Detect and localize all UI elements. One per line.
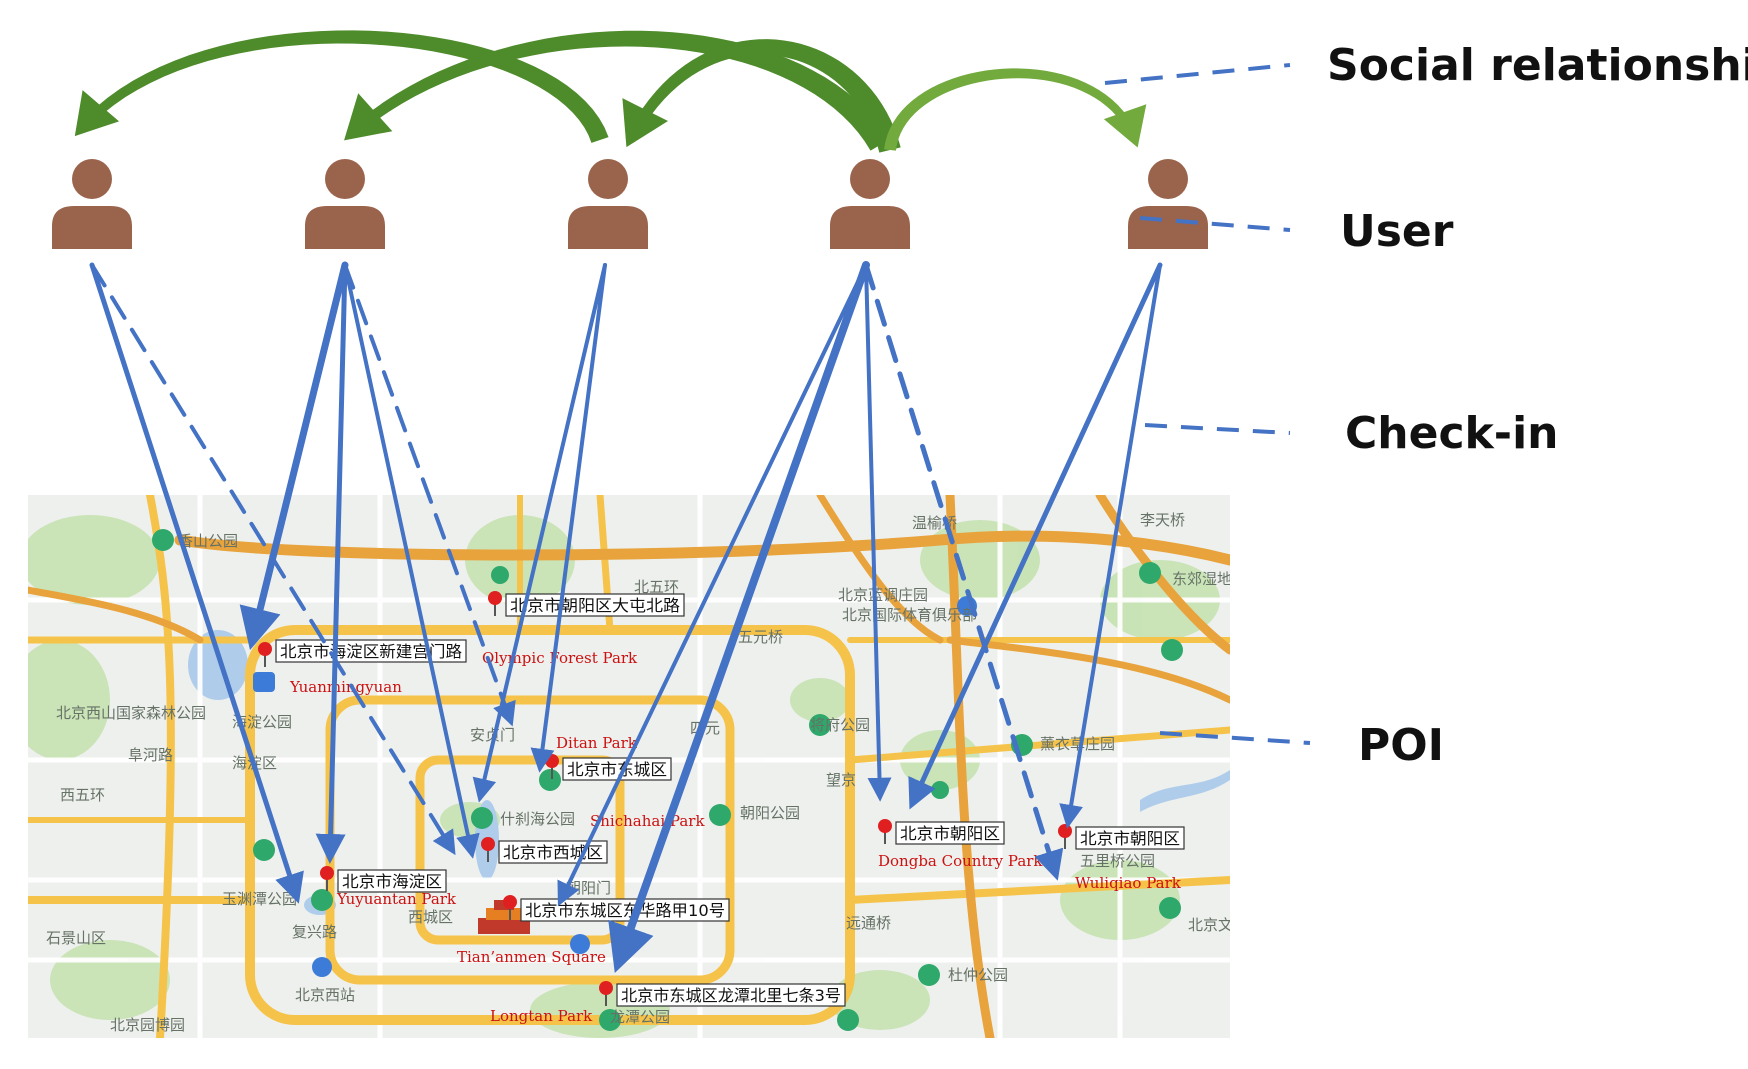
map-place-label: 望京 <box>826 771 856 789</box>
red-map-pin-icon <box>320 866 334 891</box>
social-relationship-arrow <box>884 68 1147 151</box>
poi-address-box <box>616 983 846 1007</box>
poi-address-box <box>1075 826 1185 850</box>
map-place-label: 朝阳门 <box>566 879 611 897</box>
legend-checkin-label: Check-in <box>1345 408 1558 459</box>
legend-poi-label: POI <box>1358 720 1444 771</box>
map-place-label: 什刹海公园 <box>500 810 575 828</box>
map-place-label: 石景山区 <box>46 929 106 947</box>
checkin-arrow <box>908 262 1163 810</box>
pointer-social <box>1104 63 1291 85</box>
poi-address-text: 北京市海淀区新建宫门路 <box>280 642 462 661</box>
map-place-label: 北京园博园 <box>110 1016 185 1034</box>
map-place-label: 北京国际体育俱乐部 <box>842 606 977 624</box>
person-icon <box>830 159 910 249</box>
checkin-arrow <box>89 262 304 904</box>
map-place-label: 海淀公园 <box>232 713 292 731</box>
poi-olympic: 北京市朝阳区大屯北路 Olympic Forest Park <box>482 591 685 667</box>
poi-name-text: Yuanmingyuan <box>289 678 402 696</box>
pointer-user <box>1139 216 1291 232</box>
poi-name-text: Dongba Country Park <box>878 852 1043 870</box>
person-icon <box>52 159 132 249</box>
map-place-label: 五元桥 <box>738 628 783 646</box>
map-place-label: 西城区 <box>408 908 453 926</box>
red-map-pin-icon <box>878 819 892 844</box>
map-place-label: 东郊湿地公园 <box>1172 570 1262 588</box>
map-place-label: 北五环 <box>634 578 679 596</box>
poi-name-text: Olympic Forest Park <box>482 649 638 667</box>
checkin-arrow <box>557 263 868 907</box>
person-icon <box>568 159 648 249</box>
map-place-label: 朝阳公园 <box>740 804 800 822</box>
map-place-label: 北京蓝调庄园 <box>838 586 928 604</box>
poi-address-text: 北京市东城区 <box>567 760 667 779</box>
checkin-arrow <box>343 263 480 859</box>
map-place-label: 将府公园 <box>810 716 870 734</box>
map-place-label: 薰衣草庄园 <box>1040 735 1115 753</box>
map-place-label: 龙潭公园 <box>610 1008 670 1026</box>
poi-name-text: Yuyuantan Park <box>336 890 457 908</box>
social-relationship-arrows <box>74 30 1147 153</box>
checkin-arrow <box>472 263 607 803</box>
legend-user-label: User <box>1340 206 1454 257</box>
poi-name-text: Shichahai Park <box>590 812 705 830</box>
poi-address-text: 北京市朝阳区 <box>1080 829 1180 848</box>
red-map-pin-icon <box>488 591 502 616</box>
social-relationship-arrow <box>344 30 890 151</box>
legend-pointers <box>1104 63 1311 745</box>
checkin-arrow <box>864 263 892 802</box>
poi-address-text: 北京市东城区龙潭北里七条3号 <box>621 986 841 1005</box>
poi-wuliqiao: 北京市朝阳区 Wuliqiao Park <box>1058 824 1185 892</box>
poi-address-box <box>275 639 467 663</box>
map-place-label: 北京西站 <box>295 986 355 1004</box>
map-place-label: 北京西山国家森林公园 <box>56 704 206 722</box>
person-icon <box>1128 159 1208 249</box>
poi-name-text: Ditan Park <box>556 734 638 752</box>
poi-dongba: 北京市朝阳区 Dongba Country Park <box>878 819 1043 870</box>
map-place-label: 香山公园 <box>178 532 238 550</box>
poi-address-text: 北京市朝阳区 <box>900 824 1000 843</box>
poi-name-text: Wuliqiao Park <box>1075 874 1182 892</box>
checkin-arrow <box>315 262 348 864</box>
map-place-label: 安贞门 <box>470 726 515 744</box>
pointer-poi <box>1159 731 1311 745</box>
poi-address-text: 北京市海淀区 <box>342 872 442 891</box>
map-place-label: 杜仲公园 <box>948 966 1008 984</box>
poi-address-box <box>895 821 1005 845</box>
poi-name-text: Tian’anmen Square <box>457 948 606 966</box>
map-place-label: 远通桥 <box>846 914 891 932</box>
poi-address-text: 北京市西城区 <box>503 843 603 862</box>
map-place-label: 五里桥公园 <box>1080 852 1155 870</box>
checkin-arrow <box>863 262 1064 881</box>
poi-longtan: 北京市东城区龙潭北里七条3号 Longtan Park <box>490 981 846 1025</box>
checkin-arrow <box>343 263 516 727</box>
person-icon <box>305 159 385 249</box>
poi-shichahai: 北京市西城区 Shichahai Park <box>481 812 705 864</box>
legend-social-label: Social relationship <box>1327 40 1748 91</box>
users-row <box>52 159 1208 249</box>
map-place-label: 阜河路 <box>128 746 173 764</box>
checkin-arrow <box>239 261 349 651</box>
checkin-arrow <box>1059 263 1162 829</box>
poi-address-box <box>337 869 447 893</box>
map-place-label: 复兴路 <box>292 923 337 941</box>
checkin-arrow <box>608 261 870 974</box>
map-place-label: 西五环 <box>60 786 105 804</box>
map-place-label: 玉渊潭公园 <box>222 890 297 908</box>
social-relationship-arrow <box>622 39 901 153</box>
poi-address-text: 北京市朝阳区大屯北路 <box>510 596 680 615</box>
poi-address-text: 北京市东城区东华路甲10号 <box>525 901 725 920</box>
poi-address-box <box>505 593 685 617</box>
map-place-label: 北京文化园 <box>1188 916 1263 934</box>
checkin-arrow <box>530 263 607 773</box>
checkin-arrows <box>89 261 1163 974</box>
red-map-pin-icon <box>481 837 495 862</box>
poi-name-text: Longtan Park <box>490 1007 593 1025</box>
red-map-pin-icon <box>599 981 613 1006</box>
red-map-pin-icon <box>503 895 517 920</box>
pointer-checkin <box>1144 423 1291 435</box>
map-place-label: 李天桥 <box>1140 511 1185 529</box>
